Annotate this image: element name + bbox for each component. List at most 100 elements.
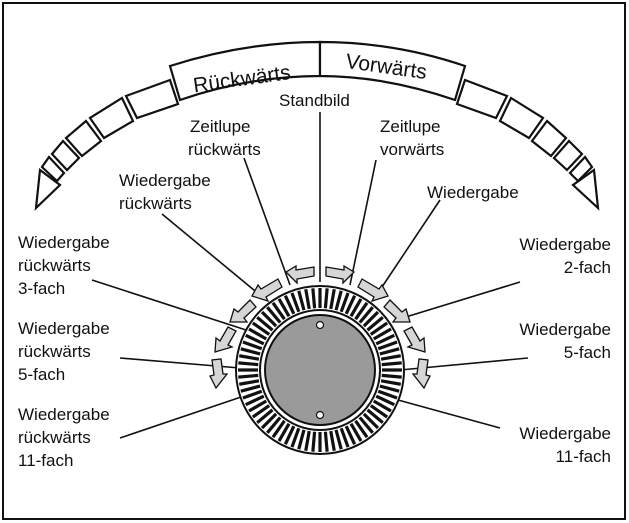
label-vor11-line2: 11-fach xyxy=(556,447,611,466)
label-rueck3-line2: rückwärts xyxy=(18,256,91,275)
label-rueck3-line3: 3-fach xyxy=(18,279,65,298)
dial-tick xyxy=(256,316,274,332)
dial-tick xyxy=(277,422,291,442)
dial-tick xyxy=(297,290,306,311)
dial-tick xyxy=(381,361,402,367)
dial-tick xyxy=(366,316,384,332)
dial-tick xyxy=(238,373,259,379)
arrow-icon xyxy=(251,278,283,303)
dial-tick xyxy=(248,399,268,413)
label-rueck5-line2: rückwärts xyxy=(18,342,91,361)
dial-tick xyxy=(271,419,286,439)
label-rueck11-line2: rückwärts xyxy=(18,428,91,447)
dial-tick xyxy=(260,412,278,430)
dial-tick xyxy=(251,321,271,336)
scale-box-right-1 xyxy=(455,78,509,120)
dial-tick xyxy=(329,430,336,452)
scale-box-left-5 xyxy=(40,155,66,183)
direction-arrows xyxy=(209,264,431,390)
dial-tick xyxy=(242,389,263,400)
dial-tick xyxy=(379,347,400,356)
dial-tick xyxy=(260,310,278,328)
scale-box-left-1 xyxy=(124,78,180,120)
dial-tick xyxy=(304,430,311,452)
dial-tick xyxy=(344,425,357,445)
dial-tick xyxy=(290,427,301,448)
dial-tick xyxy=(283,425,296,445)
dial-tick xyxy=(323,431,329,452)
dial-tick xyxy=(277,298,291,318)
dial-tick xyxy=(240,347,261,356)
dial-tick xyxy=(362,412,380,430)
dial-tick xyxy=(339,292,350,313)
dial-tick xyxy=(297,429,306,450)
arrow-icon xyxy=(284,264,315,285)
label-zeitlupe-rueck-line1: Zeitlupe xyxy=(190,117,250,136)
dial-tick xyxy=(251,404,271,419)
banner-right xyxy=(318,40,467,102)
dial-tick xyxy=(283,295,296,315)
label-rueck5-line3: 5-fach xyxy=(18,365,65,384)
dial-tick xyxy=(349,422,363,442)
arrow-icon xyxy=(411,358,431,390)
arrow-icon xyxy=(383,299,411,323)
dial-tick xyxy=(238,379,260,386)
label-wiedergabe-rueck-line1: Wiedergabe xyxy=(119,171,211,190)
dial-tick xyxy=(271,301,286,321)
dial-tick xyxy=(245,394,265,407)
dial-tick xyxy=(354,301,369,321)
label-rueck3-line1: Wiedergabe xyxy=(18,233,110,252)
arrow-tip-left xyxy=(34,167,62,211)
dial-tick xyxy=(266,416,282,434)
dial-tick xyxy=(358,306,374,324)
dial-tick xyxy=(369,404,389,419)
dial-face xyxy=(264,314,376,426)
label-vor2-line1: Wiedergabe xyxy=(519,235,611,254)
dial-tick xyxy=(375,394,395,407)
dial-tick xyxy=(362,310,380,328)
label-rueck11-line1: Wiedergabe xyxy=(18,405,110,424)
arrow-icon xyxy=(403,326,426,353)
label-rueck5-line1: Wiedergabe xyxy=(18,319,110,338)
dial-tick xyxy=(256,408,274,424)
scale-box-right-4 xyxy=(552,139,584,172)
scale-box-right-2 xyxy=(498,96,545,140)
arrow-tip-right xyxy=(571,168,600,211)
dial-tick xyxy=(311,288,317,309)
arrow-icon xyxy=(209,358,229,390)
scale-box-left-3 xyxy=(64,119,103,158)
dial-tick xyxy=(377,389,398,400)
dial-tick xyxy=(334,290,343,311)
scale-box-left-2 xyxy=(88,96,135,140)
dial-knurling xyxy=(238,288,402,452)
jog-dial[interactable] xyxy=(235,285,405,455)
label-wiedergabe: Wiedergabe xyxy=(427,183,519,202)
arrow-icon xyxy=(357,278,389,303)
dial-tick xyxy=(377,340,398,351)
dial-tick xyxy=(242,340,263,351)
dial-tick xyxy=(329,288,336,310)
label-zeitlupe-vor-line1: Zeitlupe xyxy=(380,117,440,136)
scale-box-right-3 xyxy=(530,119,568,158)
scale-box-left-4 xyxy=(50,139,81,172)
dial-tick xyxy=(354,419,369,439)
speed-scale-arc xyxy=(34,40,600,211)
dial-tick xyxy=(349,298,363,318)
dial-tick xyxy=(380,379,402,386)
label-rueck11-line3: 11-fach xyxy=(18,451,73,470)
arrow-icon xyxy=(229,299,257,323)
dial-tick xyxy=(375,333,395,346)
dial-tick xyxy=(380,354,402,361)
dial-tick xyxy=(266,306,282,324)
arrow-icon xyxy=(214,326,237,353)
dial-tick xyxy=(381,373,402,379)
dial-tick xyxy=(290,292,301,313)
dial-tick xyxy=(372,399,392,413)
dial-tick xyxy=(311,431,317,452)
label-zeitlupe-vor-line2: vorwärts xyxy=(380,140,444,159)
dial-tick xyxy=(248,327,268,341)
dial-tick xyxy=(240,384,261,393)
dial-tick xyxy=(369,321,389,336)
dial-tick xyxy=(344,295,357,315)
